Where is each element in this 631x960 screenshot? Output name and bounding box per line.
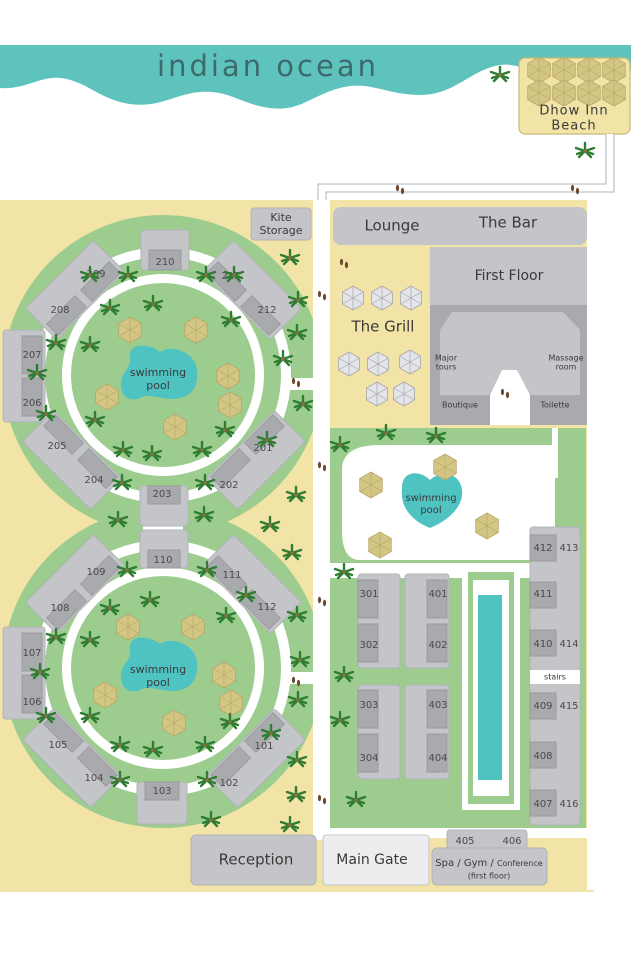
room-415: 415 xyxy=(559,701,578,712)
room-105: 105 xyxy=(48,740,67,751)
pool-200-label-2: pool xyxy=(146,379,170,392)
room-206: 206 xyxy=(22,398,41,409)
boutique-label: Boutique xyxy=(442,401,478,410)
bar-label: The Bar xyxy=(478,214,538,232)
room-409: 409 xyxy=(533,701,552,712)
room-401: 401 xyxy=(428,589,447,600)
room-304: 304 xyxy=(359,753,378,764)
ocean-title: indian ocean xyxy=(157,49,379,83)
beach-label-line1: Dhow Inn xyxy=(539,104,608,119)
room-303: 303 xyxy=(359,700,378,711)
pool-300-label-2: pool xyxy=(420,505,441,516)
room-416: 416 xyxy=(559,799,578,810)
villas-400: 401 402 403 404 xyxy=(404,573,450,780)
room-405: 405 xyxy=(455,836,474,847)
spa-label: Spa / Gym / Conference xyxy=(435,858,542,869)
room-412: 412 xyxy=(533,543,552,554)
kite-label-1: Kite xyxy=(270,211,292,224)
spa-gym xyxy=(431,847,548,886)
room-210: 210 xyxy=(155,257,174,268)
first-floor xyxy=(430,247,587,305)
room-410: 410 xyxy=(533,639,552,650)
reception-label: Reception xyxy=(219,851,294,869)
massage-2: room xyxy=(556,363,577,372)
stairs-label: stairs xyxy=(544,673,566,682)
room-102: 102 xyxy=(219,778,238,789)
beach-path xyxy=(317,134,615,205)
room-205: 205 xyxy=(47,441,66,452)
room-110: 110 xyxy=(153,555,172,566)
reception xyxy=(190,834,317,886)
room-207: 207 xyxy=(22,350,41,361)
room-106: 106 xyxy=(22,697,41,708)
room-301: 301 xyxy=(359,589,378,600)
room-201: 201 xyxy=(253,443,272,454)
main-gate xyxy=(322,834,430,886)
room-109: 109 xyxy=(86,567,105,578)
main-walkway xyxy=(313,200,330,840)
room-203: 203 xyxy=(152,489,171,500)
room-406: 406 xyxy=(502,836,521,847)
main-gate-label: Main Gate xyxy=(336,852,407,868)
major-tours-1: Major xyxy=(435,354,458,363)
pool-100 xyxy=(120,637,198,692)
villas-200: 210 209 208 211 212 207 206 205 204 xyxy=(2,229,305,527)
room-107: 107 xyxy=(22,648,41,659)
villas-400-east: 412 413 411 410 414 stairs 409 415 408 4… xyxy=(529,526,581,826)
kite-storage xyxy=(250,207,312,241)
room-212: 212 xyxy=(257,305,276,316)
room-208: 208 xyxy=(50,305,69,316)
pool-200-label-1: swimming xyxy=(130,366,186,379)
pool-100-label-2: pool xyxy=(146,676,170,689)
room-302: 302 xyxy=(359,640,378,651)
first-floor-label: First Floor xyxy=(475,268,544,284)
pool-100-label-1: swimming xyxy=(130,663,186,676)
toilette-label: Toilette xyxy=(540,401,570,410)
palm-icon xyxy=(489,65,511,83)
lap-pool xyxy=(478,595,502,780)
pool-200 xyxy=(120,345,198,400)
room-108: 108 xyxy=(50,603,69,614)
room-204: 204 xyxy=(84,475,103,486)
villas-100: 110 109 108 111 112 107 106 105 104 103 xyxy=(2,529,305,825)
room-407: 407 xyxy=(533,799,552,810)
room-408: 408 xyxy=(533,751,552,762)
kite-label-2: Storage xyxy=(259,224,302,237)
room-111: 111 xyxy=(222,570,241,581)
room-202: 202 xyxy=(219,480,238,491)
room-402: 402 xyxy=(428,640,447,651)
palm-icon xyxy=(574,141,596,159)
lounge xyxy=(333,207,587,245)
villas-300: 301 302 303 304 xyxy=(357,573,401,780)
grill-label: The Grill xyxy=(351,318,415,336)
massage-1: Massage xyxy=(548,354,583,363)
lounge-label: Lounge xyxy=(364,217,419,235)
room-411: 411 xyxy=(533,589,552,600)
room-413: 413 xyxy=(559,543,578,554)
room-404: 404 xyxy=(428,753,447,764)
room-414: 414 xyxy=(559,639,578,650)
ocean xyxy=(0,45,631,109)
major-tours-2: tours xyxy=(436,363,457,372)
room-209: 209 xyxy=(86,269,105,280)
room-104: 104 xyxy=(84,773,103,784)
pool-300-label-1: swimming xyxy=(405,493,456,504)
beach-label-line2: Beach xyxy=(551,119,596,134)
spa-sublabel: (first floor) xyxy=(468,872,511,881)
room-112: 112 xyxy=(257,602,276,613)
room-403: 403 xyxy=(428,700,447,711)
room-103: 103 xyxy=(152,786,171,797)
room-101: 101 xyxy=(254,741,273,752)
